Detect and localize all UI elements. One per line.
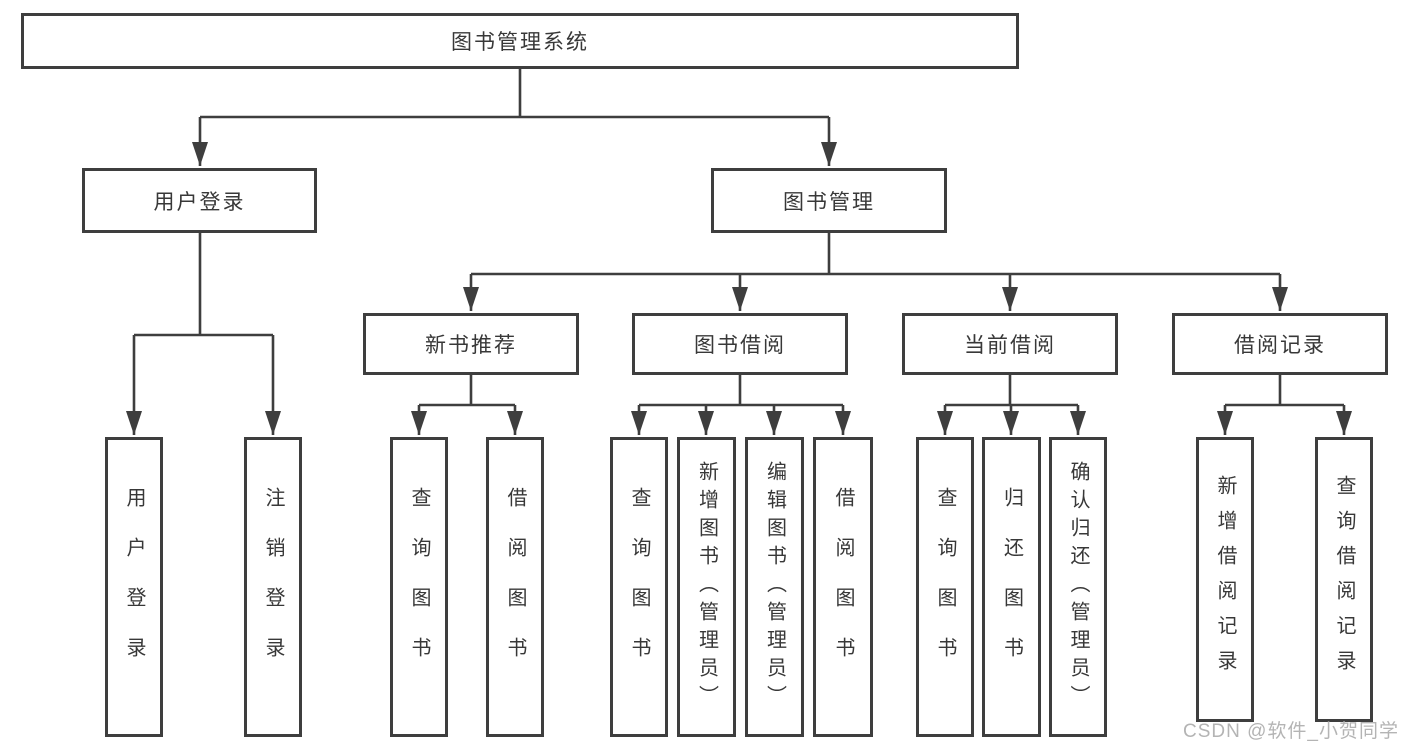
leaf-bb-add-books-admin: 新增图书（管理员） (677, 437, 736, 737)
leaf-cb-return-books: 归还图书 (982, 437, 1041, 737)
leaf-nb-query-books-label: 查询图书 (408, 487, 430, 687)
leaf-br-add-record-label: 新增借阅记录 (1214, 474, 1236, 685)
node-library-management-system: 图书管理系统 (21, 13, 1019, 69)
leaf-logout-login-label: 注销登录 (262, 487, 284, 687)
leaf-cb-return-books-label: 归还图书 (1000, 487, 1023, 687)
leaf-br-add-record: 新增借阅记录 (1196, 437, 1254, 722)
leaf-nb-borrow-books-label: 借阅图书 (504, 487, 526, 687)
node-new-book-recommend: 新书推荐 (363, 313, 579, 375)
leaf-logout-login: 注销登录 (244, 437, 302, 737)
leaf-br-query-record-label: 查询借阅记录 (1333, 474, 1355, 685)
leaf-user-login-label: 用户登录 (123, 487, 145, 687)
leaf-br-query-record: 查询借阅记录 (1315, 437, 1373, 722)
leaf-nb-query-books: 查询图书 (390, 437, 448, 737)
connector-trunk-lines (134, 69, 1344, 407)
leaf-cb-query-books: 查询图书 (916, 437, 974, 737)
leaf-nb-borrow-books: 借阅图书 (486, 437, 544, 737)
watermark: CSDN @软件_小贺同学 (1183, 721, 1399, 742)
leaf-bb-borrow-books: 借阅图书 (813, 437, 873, 737)
node-user-login: 用户登录 (82, 168, 317, 233)
leaf-bb-query-books: 查询图书 (610, 437, 668, 737)
leaf-bb-edit-books-admin-label: 编辑图书（管理员） (763, 461, 786, 713)
leaf-bb-borrow-books-label: 借阅图书 (832, 487, 854, 687)
leaf-bb-edit-books-admin: 编辑图书（管理员） (745, 437, 804, 737)
node-book-management: 图书管理 (711, 168, 947, 233)
leaf-bb-query-books-label: 查询图书 (628, 487, 650, 687)
leaf-user-login: 用户登录 (105, 437, 163, 737)
node-current-borrowing: 当前借阅 (902, 313, 1118, 375)
leaf-cb-query-books-label: 查询图书 (934, 487, 956, 687)
leaf-cb-confirm-return-admin-label: 确认归还（管理员） (1067, 461, 1089, 713)
node-borrowing-records: 借阅记录 (1172, 313, 1388, 375)
leaf-cb-confirm-return-admin: 确认归还（管理员） (1049, 437, 1107, 737)
leaf-bb-add-books-admin-label: 新增图书（管理员） (695, 461, 718, 713)
node-book-borrowing: 图书借阅 (632, 313, 848, 375)
